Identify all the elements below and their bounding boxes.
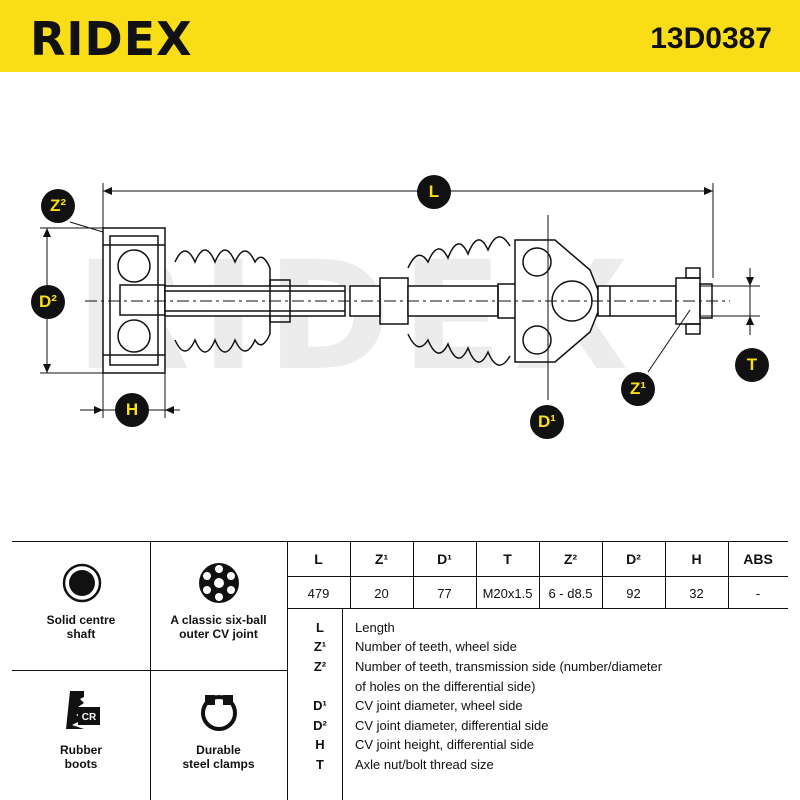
spec-value: 20: [374, 586, 389, 601]
legend-text: CV joint diameter, differential side: [355, 718, 549, 733]
spec-header: D¹: [437, 551, 452, 567]
spec-col-divider: [665, 541, 666, 608]
legend-key: Z¹: [313, 639, 327, 654]
legend-key: D²: [313, 718, 327, 733]
legend-key: L: [316, 620, 324, 635]
legend-text: CV joint diameter, wheel side: [355, 698, 523, 713]
spec-value: -: [755, 586, 761, 601]
spec-value: 77: [437, 586, 452, 601]
specs-values-divider: [287, 608, 788, 609]
panel-top-border: [12, 541, 788, 542]
feature-label-solid-shaft: Solid centre shaft: [46, 613, 116, 641]
label-Z1-badge: Z¹: [621, 372, 655, 406]
brand-logo: RIDEX: [30, 12, 193, 66]
spec-header: Z¹: [374, 551, 389, 567]
features-specs-divider: [287, 541, 288, 800]
legend-key: T: [316, 757, 324, 772]
spec-header: D²: [626, 551, 641, 567]
header-bar: RIDEX 13D0387: [0, 0, 800, 72]
spec-header: ABS: [743, 551, 773, 567]
steel-clamp-icon: [201, 695, 237, 731]
feature-label-rubber-boots: Rubber boots: [60, 743, 102, 771]
legend-key: D¹: [313, 698, 327, 713]
legend-text: Axle nut/bolt thread size: [355, 757, 494, 772]
spec-header: H: [691, 551, 702, 567]
legend-text: Number of teeth, transmission side (numb…: [355, 659, 663, 674]
drive-shaft-drawing: RIDEX: [0, 72, 800, 540]
spec-value: 479: [307, 586, 330, 601]
spec-header: T: [503, 551, 512, 567]
rubber-boot-icon: CR: [66, 691, 100, 729]
legend-text: Number of teeth, wheel side: [355, 639, 517, 654]
spec-col-divider: [350, 541, 351, 608]
part-number: 13D0387: [650, 22, 772, 55]
spec-value: 92: [626, 586, 641, 601]
legend-key: Z²: [313, 659, 327, 674]
solid-shaft-icon: [62, 563, 102, 603]
spec-header: L: [314, 551, 323, 567]
label-D1-badge: D¹: [530, 405, 564, 439]
spec-value: M20x1.5: [482, 586, 533, 601]
legend-text: Length: [355, 620, 395, 635]
spec-col-divider: [602, 541, 603, 608]
legend-text: of holes on the differential side): [355, 679, 536, 694]
legend-divider: [342, 608, 343, 800]
spec-col-divider: [476, 541, 477, 608]
spec-header: Z²: [563, 551, 578, 567]
spec-col-divider: [728, 541, 729, 608]
label-H-badge: H: [115, 393, 149, 427]
specs-header-divider: [287, 576, 788, 577]
info-panel: Solid centre shaft A classic six-ball ou…: [12, 541, 800, 800]
spec-col-divider: [413, 541, 414, 608]
legend-text: CV joint height, differential side: [355, 737, 534, 752]
feature-label-six-ball: A classic six-ball outer CV joint: [170, 613, 267, 641]
label-D2-badge: D²: [31, 285, 65, 319]
features-row-divider: [12, 670, 287, 671]
label-Z2-badge: Z²: [41, 189, 75, 223]
legend-key: H: [315, 737, 325, 752]
spec-value: 6 - d8.5: [548, 586, 593, 601]
spec-col-divider: [539, 541, 540, 608]
rubber-boot-icon-text: CR: [82, 712, 97, 723]
shaft-illustration: [40, 183, 760, 418]
spec-value: 32: [689, 586, 704, 601]
label-L-badge: L: [417, 175, 451, 209]
label-T-badge: T: [735, 348, 769, 382]
six-ball-joint-icon: [199, 563, 239, 603]
feature-label-steel-clamps: Durable steel clamps: [182, 743, 255, 771]
